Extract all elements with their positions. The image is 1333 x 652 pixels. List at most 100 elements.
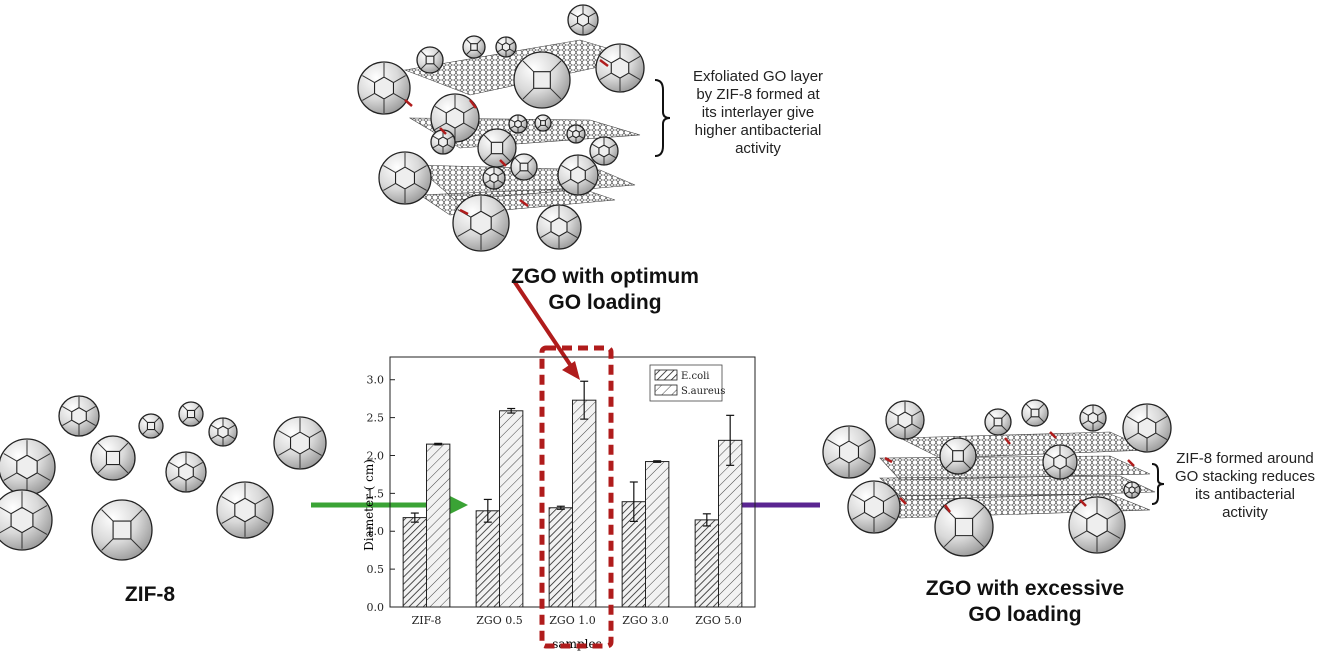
zif8-particle xyxy=(984,408,1012,436)
go-sheet xyxy=(899,431,1151,459)
caption-line: by ZIF-8 formed at xyxy=(696,86,820,103)
y-tick-label: 3.0 xyxy=(367,374,385,387)
zif8-particle xyxy=(273,416,327,470)
particle-link xyxy=(943,504,952,513)
particle-link xyxy=(404,99,413,107)
caption-line: activity xyxy=(735,140,781,157)
y-tick-label: 0.5 xyxy=(367,563,385,576)
zif8-particle xyxy=(462,35,486,59)
zif8-particle xyxy=(482,166,506,190)
stacking-caption: ZIF-8 formed around GO stacking reduces … xyxy=(1160,450,1330,522)
zif8-particle xyxy=(595,43,645,93)
particle-link xyxy=(439,127,447,135)
zif8-particle xyxy=(566,124,586,144)
zif8-particle xyxy=(1122,403,1172,453)
bar-saureus xyxy=(426,443,451,608)
zif8-particle xyxy=(536,204,582,250)
legend-label: S.aureus xyxy=(681,386,725,397)
zif8-particle xyxy=(934,497,994,557)
exfoliated-caption: Exfoliated GO layer by ZIF-8 formed at i… xyxy=(668,68,848,158)
legend-label: E.coli xyxy=(681,371,710,382)
zif8-particle xyxy=(534,114,552,132)
caption-line: activity xyxy=(1222,504,1268,521)
y-tick-label: 2.5 xyxy=(367,412,385,425)
caption-line: ZIF-8 formed around xyxy=(1176,450,1314,467)
label-line: GO loading xyxy=(548,291,662,314)
zif8-particle xyxy=(1042,444,1078,480)
zif8-particle xyxy=(1079,404,1107,432)
zif8-particle xyxy=(589,136,619,166)
zif8-particle xyxy=(939,437,977,475)
excessive-loading-label: ZGO with excessive GO loading xyxy=(890,576,1160,628)
zif8-particle xyxy=(1021,399,1049,427)
zif8-particle xyxy=(178,401,204,427)
zif8-particle xyxy=(508,114,528,134)
bracket-top xyxy=(654,79,671,157)
y-tick-label: 2.0 xyxy=(367,449,385,462)
zif8-particle xyxy=(208,417,238,447)
y-axis-label: Diameter ( cm) xyxy=(362,459,376,551)
zif8-particle xyxy=(378,151,432,205)
zif8-particle xyxy=(567,4,599,36)
zif8-particle xyxy=(1123,481,1141,499)
particle-link xyxy=(519,199,529,207)
x-tick-label: ZGO 3.0 xyxy=(622,614,668,627)
optimum-loading-label: ZGO with optimum GO loading xyxy=(470,264,740,316)
zif8-particle xyxy=(430,129,456,155)
zif8-particle xyxy=(216,481,274,539)
particle-link xyxy=(1004,437,1011,445)
bar-saureus xyxy=(645,461,670,608)
bar-saureus xyxy=(572,399,597,608)
zif8-particle xyxy=(90,435,136,481)
y-tick-label: 1.0 xyxy=(367,525,385,538)
legend-swatch xyxy=(654,369,678,381)
label-line: ZGO with excessive xyxy=(925,577,1125,600)
x-tick-label: ZGO 5.0 xyxy=(695,614,741,627)
label-line: GO loading xyxy=(968,603,1082,626)
zif8-label: ZIF-8 xyxy=(124,583,176,606)
zif8-particle xyxy=(510,153,538,181)
zif8-particle xyxy=(452,194,510,252)
zif8-particle xyxy=(495,36,517,58)
particle-link xyxy=(499,159,507,167)
caption-line: Exfoliated GO layer xyxy=(692,68,824,85)
x-tick-label: ZGO 1.0 xyxy=(549,614,595,627)
zif8-particle xyxy=(138,413,164,439)
error-bar-group xyxy=(410,380,735,527)
x-tick-label: ZIF-8 xyxy=(412,614,442,627)
particle-link xyxy=(899,497,907,505)
bar-saureus xyxy=(499,410,524,608)
zif8-particle xyxy=(58,395,100,437)
highlight-box xyxy=(539,345,614,649)
bar-ecoli xyxy=(548,507,573,608)
y-tick-label: 0.0 xyxy=(367,601,385,614)
zif8-particle xyxy=(165,451,207,493)
legend-swatch xyxy=(654,384,678,396)
caption-line: GO stacking reduces xyxy=(1174,468,1316,485)
particle-links xyxy=(404,59,1135,513)
bar-ecoli xyxy=(475,510,500,608)
zif8-particle xyxy=(416,46,444,74)
caption-line: higher antibacterial xyxy=(694,122,822,139)
y-tick-label: 1.5 xyxy=(367,487,385,500)
x-tick-label: ZGO 0.5 xyxy=(476,614,522,627)
bar-ecoli xyxy=(402,517,427,608)
arrow-red xyxy=(512,279,580,380)
zif8-particle xyxy=(513,51,571,109)
bar-group xyxy=(402,399,743,608)
zif8-particle xyxy=(477,128,517,168)
zif8-particle xyxy=(885,400,925,440)
label-line: ZGO with optimum xyxy=(511,265,699,288)
particle-link xyxy=(1127,459,1135,467)
antibacterial-bar-chart: 0.0 0.5 1.0 1.5 2.0 2.5 3.0 ZIF-8 ZGO 0.5 ZGO 1.… xyxy=(362,345,756,651)
particle-link xyxy=(884,456,893,464)
particle-link xyxy=(1079,499,1087,507)
zif8-particle xyxy=(357,61,411,115)
zif8-particle xyxy=(91,499,153,561)
zif8-particles xyxy=(0,4,1172,561)
bar-ecoli xyxy=(694,519,720,608)
particle-link xyxy=(1049,431,1057,439)
zif8-particle xyxy=(0,489,53,551)
